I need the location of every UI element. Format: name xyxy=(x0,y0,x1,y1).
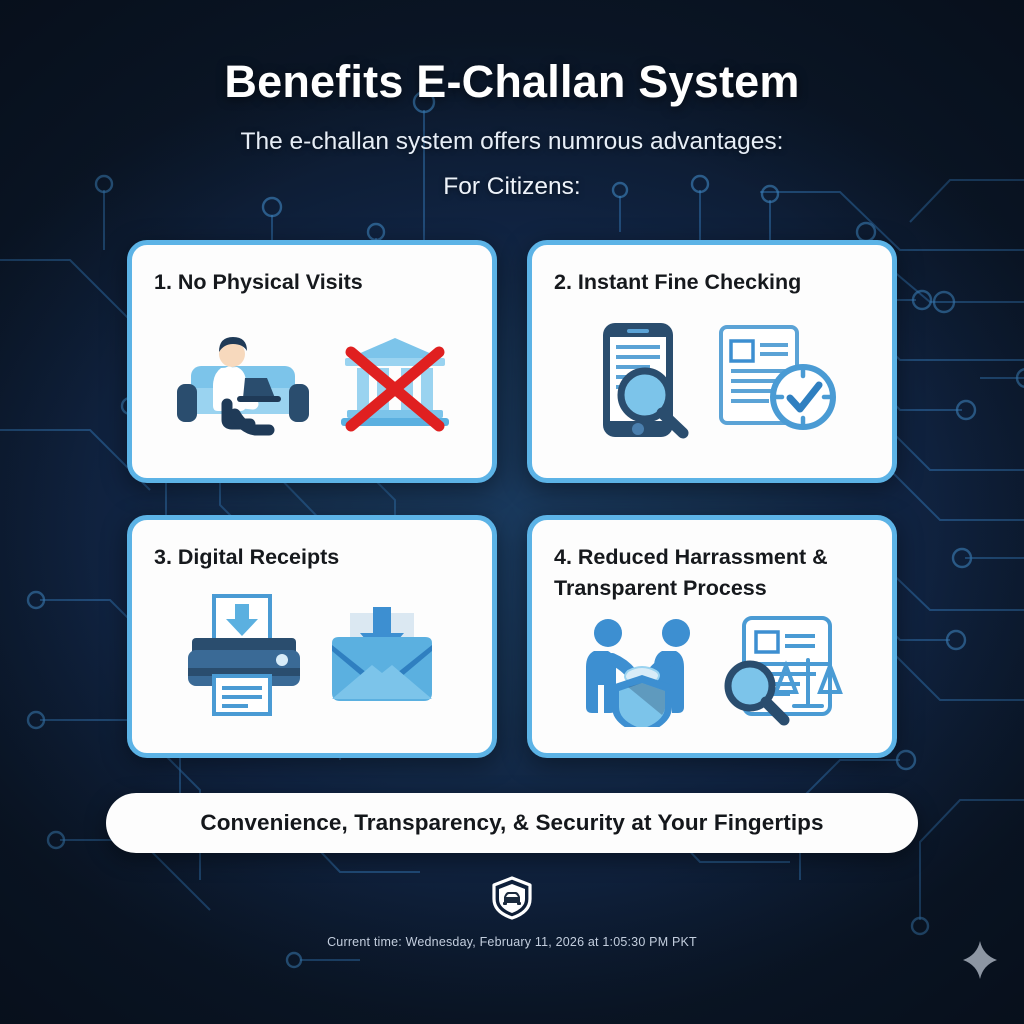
smartphone-with-magnifier-icon xyxy=(603,323,689,439)
card-illustration xyxy=(554,604,870,743)
page-subtitle: The e-challan system offers numrous adva… xyxy=(240,128,784,155)
benefit-card-reduced-harassment[interactable]: 4. Reduced Harrassment & Transparent Pro… xyxy=(527,515,897,758)
card-title: 3. Digital Receipts xyxy=(154,545,340,569)
page-title: Benefits E-Challan System xyxy=(224,56,800,107)
card-title: 2. Instant Fine Checking xyxy=(554,270,802,294)
benefit-card-grid: 1. No Physical Visits xyxy=(127,240,897,758)
card-illustration xyxy=(154,573,470,743)
timestamp: Current time: Wednesday, February 11, 20… xyxy=(327,935,697,949)
government-building-crossed-out-icon xyxy=(341,338,449,432)
summary-banner-text: Convenience, Transparency, & Security at… xyxy=(200,810,824,835)
card-title: 4. Reduced Harrassment & Transparent Pro… xyxy=(554,545,828,601)
document-magnifier-scales-icon xyxy=(724,615,843,726)
benefit-card-no-physical-visits[interactable]: 1. No Physical Visits xyxy=(127,240,497,483)
card-title: 1. No Physical Visits xyxy=(154,270,363,294)
benefit-card-digital-receipts[interactable]: 3. Digital Receipts xyxy=(127,515,497,758)
document-with-clock-check-icon xyxy=(719,325,836,431)
person-on-sofa-with-laptop-icon xyxy=(177,337,309,436)
header: Benefits E-Challan System The e-challan … xyxy=(0,0,1024,201)
handshake-with-shield-icon xyxy=(586,618,690,727)
benefit-card-instant-fine-checking[interactable]: 2. Instant Fine Checking xyxy=(527,240,897,483)
shield-with-car-icon xyxy=(492,876,532,920)
printer-download-icon xyxy=(188,594,300,717)
card-illustration xyxy=(154,298,470,468)
footer: Current time: Wednesday, February 11, 20… xyxy=(0,875,1024,949)
summary-banner: Convenience, Transparency, & Security at… xyxy=(106,793,918,853)
section-label: For Citizens: xyxy=(443,173,581,200)
card-illustration xyxy=(554,298,870,468)
four-point-sparkle-icon xyxy=(963,941,997,979)
envelope-download-icon xyxy=(332,607,432,702)
